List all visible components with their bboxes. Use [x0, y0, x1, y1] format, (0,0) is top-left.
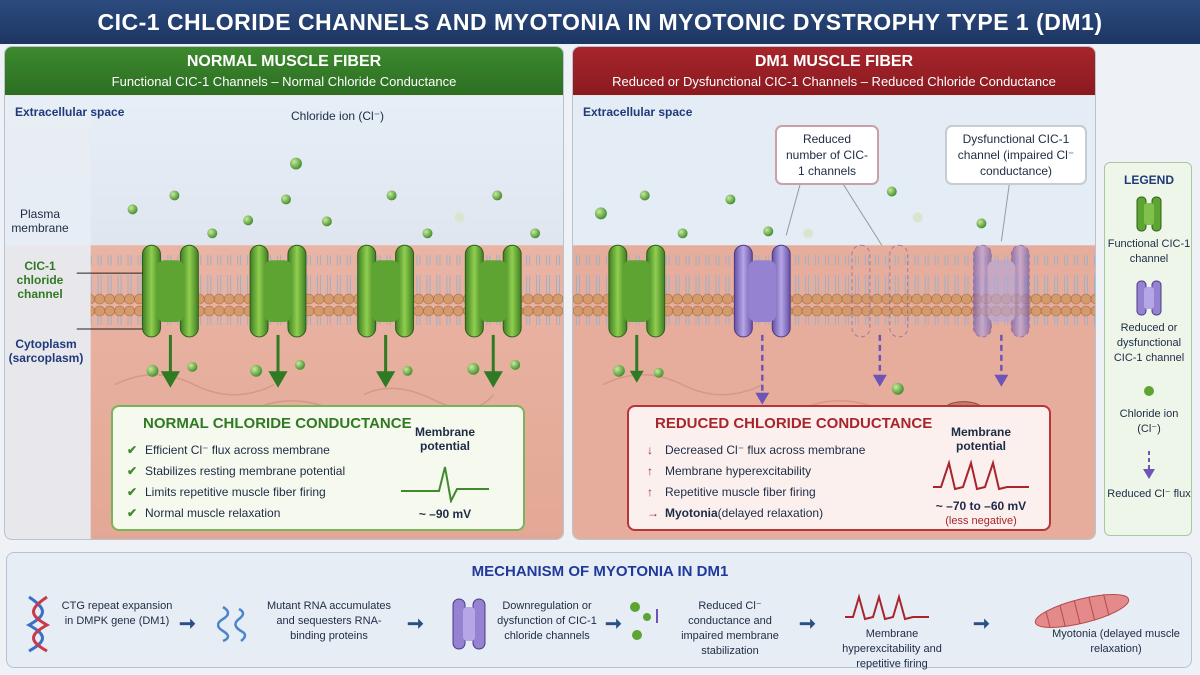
chloride-ions-icon: [630, 602, 658, 640]
normal-potential-value: ~ –90 mV: [418, 507, 472, 521]
legend-item-dysfunctional: Reduced or dysfunctional CIC-1 channel: [1113, 322, 1185, 364]
functional-channel-icon: [464, 244, 522, 338]
chloride-ion-icon: [1144, 386, 1154, 396]
reduced-conductance-box: REDUCED CHLORIDE CONDUCTANCE ↓Decreased …: [627, 405, 1051, 531]
functional-channel-icon: [608, 244, 666, 338]
dysfunctional-channel-callout: Dysfunctional CIC-1 channel (impaired Cl…: [945, 125, 1087, 185]
mechanism-step-5: Membrane hyperexcitability and repetitiv…: [842, 628, 942, 670]
normal-subheading: Functional CIC-1 Channels – Normal Chlor…: [111, 74, 457, 89]
normal-bullet: ✔Normal muscle relaxation: [127, 505, 281, 520]
mechanism-step-1: CTG repeat expansion in DMPK gene (DM1): [61, 600, 173, 627]
dm1-potential-value: ~ –70 to –60 mV: [935, 499, 1027, 513]
channel-label: CIC-1 chloride channel: [16, 259, 64, 301]
dm1-scene: [573, 95, 1095, 539]
chloride-flux-arrows: [160, 334, 503, 388]
normal-panel: NORMAL MUSCLE FIBER Functional CIC-1 Cha…: [4, 46, 564, 540]
dm1-bullet: ↑Membrane hyperexcitability: [647, 463, 812, 478]
arrow-right-icon: →: [647, 505, 659, 520]
normal-heading: NORMAL MUSCLE FIBER: [186, 53, 382, 70]
mechanism-panel: MECHANISM OF MYOTONIA IN DM1 CTG repeat …: [6, 552, 1192, 670]
missing-channel-icon: [851, 244, 909, 338]
mechanism-step-6: Myotonia (delayed muscle relaxation): [1052, 628, 1180, 655]
cytoplasm-label: Cytoplasm (sarcoplasm): [8, 337, 84, 365]
normal-box-title: NORMAL CHLORIDE CONDUCTANCE: [143, 415, 412, 432]
dm1-panel: DM1 MUSCLE FIBER Reduced or Dysfunctiona…: [572, 46, 1096, 540]
dm1-box-title: REDUCED CHLORIDE CONDUCTANCE: [655, 415, 933, 432]
dm1-heading: DM1 MUSCLE FIBER: [754, 53, 914, 70]
waveform-icon: [845, 593, 929, 621]
check-icon: ✔: [127, 442, 138, 457]
mechanism-step-2: Mutant RNA accumulates and sequesters RN…: [266, 600, 392, 642]
extracellular-chloride-ions: [594, 186, 987, 239]
dm1-potential-note: (less negative): [945, 515, 1017, 527]
arrow-right-icon: ➞: [179, 613, 196, 635]
dm1-bullet: ↑Repetitive muscle fiber firing: [647, 484, 816, 499]
functional-channel-icon: [357, 244, 415, 338]
dm1-panel-header: DM1 MUSCLE FIBER Reduced or Dysfunctiona…: [573, 47, 1095, 95]
extracellular-chloride-ions: [127, 157, 541, 239]
normal-bullet: ✔Efficient Cl⁻ flux across membrane: [127, 442, 330, 457]
dm1-bullet: →Myotonia (delayed relaxation): [647, 505, 824, 520]
legend-item-functional: Functional CIC-1 channel: [1107, 238, 1191, 265]
arrow-right-icon: ➞: [605, 613, 622, 635]
muscle-fiber-icon: [1034, 594, 1130, 628]
chloride-ion-label: Chloride ion (Cl⁻): [291, 109, 385, 123]
dysfunctional-channel-icon: [733, 244, 791, 338]
normal-waveform-icon: [401, 466, 489, 503]
dm1-bullet-list: ↓Decreased Cl⁻ flux across membrane ↑Mem…: [647, 439, 917, 523]
page-title: CIC-1 CHLORIDE CHANNELS AND MYOTONIA IN …: [0, 0, 1200, 44]
normal-conductance-box: NORMAL CHLORIDE CONDUCTANCE ✔Efficient C…: [111, 405, 525, 531]
mechanism-title: MECHANISM OF MYOTONIA IN DM1: [471, 563, 729, 580]
legend: LEGEND Functional CIC-1 channel Reduced …: [1104, 162, 1192, 536]
arrow-down-icon: ↓: [647, 442, 653, 457]
dysfunctional-channel-icon: [452, 598, 486, 650]
legend-item-chloride: Chloride ion (Cl⁻): [1119, 408, 1179, 435]
functional-channel-icon: [1136, 196, 1162, 232]
dm1-extracellular-label: Extracellular space: [583, 105, 693, 119]
normal-bullet-list: ✔Efficient Cl⁻ flux across membrane ✔Sta…: [127, 439, 387, 523]
dashed-arrow-icon: [1143, 451, 1155, 479]
dysfunctional-channel-icon: [972, 244, 1030, 338]
arrow-right-icon: ➞: [799, 613, 816, 635]
reduced-channels-callout: Reduced number of CIC-1 channels: [775, 125, 879, 185]
normal-scene: [5, 95, 563, 539]
legend-item-reduced-flux: Reduced Cl⁻ flux: [1107, 488, 1191, 500]
arrow-up-icon: ↑: [647, 484, 653, 499]
normal-bullet: ✔Limits repetitive muscle fiber firing: [127, 484, 326, 499]
plasma-membrane-label: Plasma membrane: [11, 207, 69, 235]
mechanism-step-4: Reduced Cl⁻ conductance and impaired mem…: [681, 600, 779, 657]
check-icon: ✔: [127, 484, 138, 499]
legend-title: LEGEND: [1123, 173, 1174, 187]
functional-channel-icon: [142, 244, 199, 338]
functional-channel-icon: [249, 244, 307, 338]
normal-panel-header: NORMAL MUSCLE FIBER Functional CIC-1 Cha…: [5, 47, 563, 95]
rna-icon: [217, 605, 247, 643]
normal-potential-label: Membrane potential: [414, 425, 476, 453]
normal-bullet: ✔Stabilizes resting membrane potential: [127, 463, 346, 478]
dm1-subheading: Reduced or Dysfunctional CIC-1 Channels …: [612, 74, 1056, 89]
dm1-waveform-icon: [933, 459, 1029, 491]
extracellular-label: Extracellular space: [15, 105, 125, 119]
arrow-right-icon: ➞: [407, 613, 424, 635]
mechanism-step-3: Downregulation or dysfunction of CIC-1 c…: [497, 600, 597, 642]
arrow-right-icon: ➞: [973, 613, 990, 635]
dna-icon: [25, 595, 51, 653]
check-icon: ✔: [127, 463, 138, 478]
arrow-up-icon: ↑: [647, 463, 653, 478]
dm1-potential-label: Membrane potential: [950, 425, 1012, 453]
check-icon: ✔: [127, 505, 138, 520]
dysfunctional-channel-icon: [1136, 280, 1162, 316]
dm1-bullet: ↓Decreased Cl⁻ flux across membrane: [647, 442, 866, 457]
reduced-flux-arrows: [761, 334, 1003, 395]
